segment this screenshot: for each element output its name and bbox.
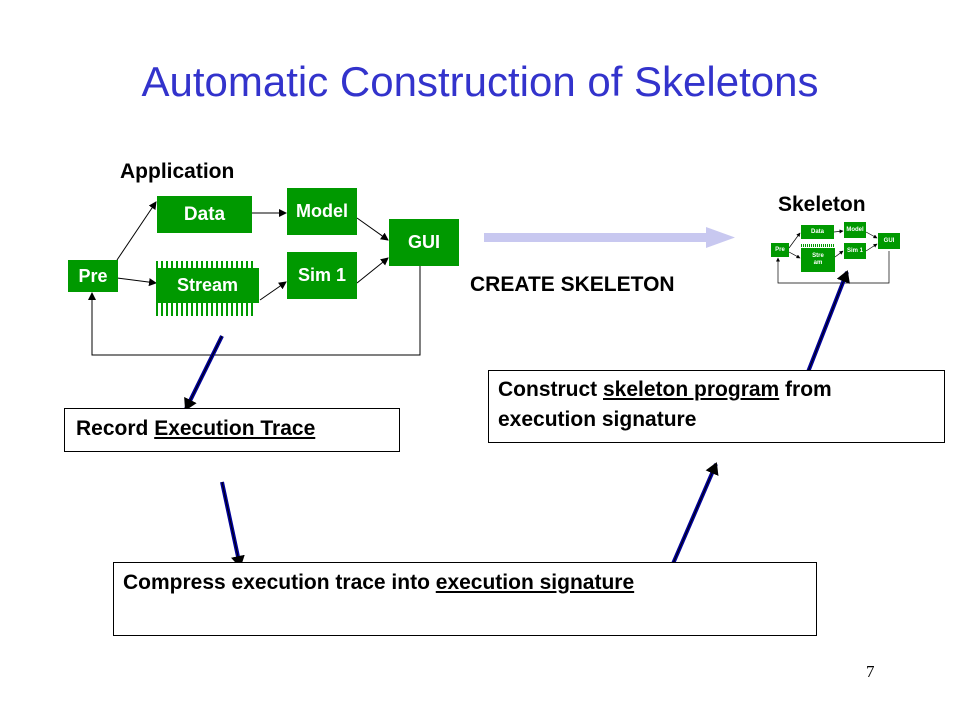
record-trace-box: Record Execution Trace: [64, 408, 400, 452]
construct-line1: Construct skeleton program from: [498, 375, 944, 405]
mini-edge-stream-sim1: [834, 250, 844, 258]
arrow-construct-to-skeleton: [806, 270, 850, 373]
arrow-compress-to-construct: [670, 462, 719, 567]
mini-edge-pre-stream: [788, 251, 801, 259]
page-number: 7: [866, 662, 875, 681]
mini-node-sim1: Sim 1: [844, 243, 866, 259]
mini-edge-loop-back: [776, 251, 890, 284]
create-skeleton-label: CREATE SKELETON: [470, 273, 675, 296]
mini-edge-sim1-gui: [865, 243, 878, 252]
skeleton-label: Skeleton: [778, 193, 866, 216]
node-pre: Pre: [68, 260, 118, 292]
mini-edge-pre-data: [788, 232, 801, 249]
construct-suffix: from: [779, 378, 832, 401]
mini-node-model: Model: [844, 222, 866, 238]
slide-title: Automatic Construction of Skeletons: [141, 58, 819, 105]
node-gui: GUI: [389, 219, 459, 266]
node-stream: Stream: [156, 268, 259, 303]
edge-sim1-gui: [356, 257, 389, 284]
compress-box: Compress execution trace into execution …: [113, 562, 817, 636]
edge-model-gui: [356, 217, 389, 241]
mini-edge-model-gui: [865, 231, 878, 239]
compress-underlined: execution signature: [435, 571, 635, 594]
node-model: Model: [287, 188, 357, 235]
mini-node-data: Data: [801, 225, 834, 239]
construct-underlined: skeleton program: [603, 378, 780, 401]
node-sim1: Sim 1: [287, 252, 357, 299]
construct-skeleton-box: Construct skeleton program from executio…: [488, 370, 945, 443]
node-data: Data: [157, 196, 252, 233]
mini-node-stream-ticks: [801, 244, 835, 247]
compress-prefix: Compress execution trace into: [123, 571, 436, 594]
edge-pre-stream: [116, 277, 157, 287]
mini-node-gui: GUI: [878, 233, 900, 249]
record-trace-prefix: Record: [76, 417, 155, 440]
construct-line2: execution signature: [498, 408, 697, 431]
mini-node-pre: Pre: [771, 243, 789, 257]
arrow-record-to-compress: [220, 481, 245, 568]
construct-prefix: Construct: [498, 378, 603, 401]
mini-node-stream-line2: am: [813, 260, 823, 266]
mini-edge-data-model: [833, 229, 844, 234]
edge-stream-sim1: [259, 281, 287, 301]
edge-gui-loop-back: [88, 266, 421, 356]
application-label: Application: [120, 160, 235, 183]
create-skeleton-arrow: [484, 227, 735, 248]
arrow-stream-to-record: [184, 335, 224, 411]
record-trace-underlined: Execution Trace: [154, 417, 316, 440]
edge-pre-data: [116, 201, 157, 261]
mini-node-stream: Stre am: [801, 248, 835, 272]
mini-node-stream-line1: Stre: [812, 253, 824, 259]
